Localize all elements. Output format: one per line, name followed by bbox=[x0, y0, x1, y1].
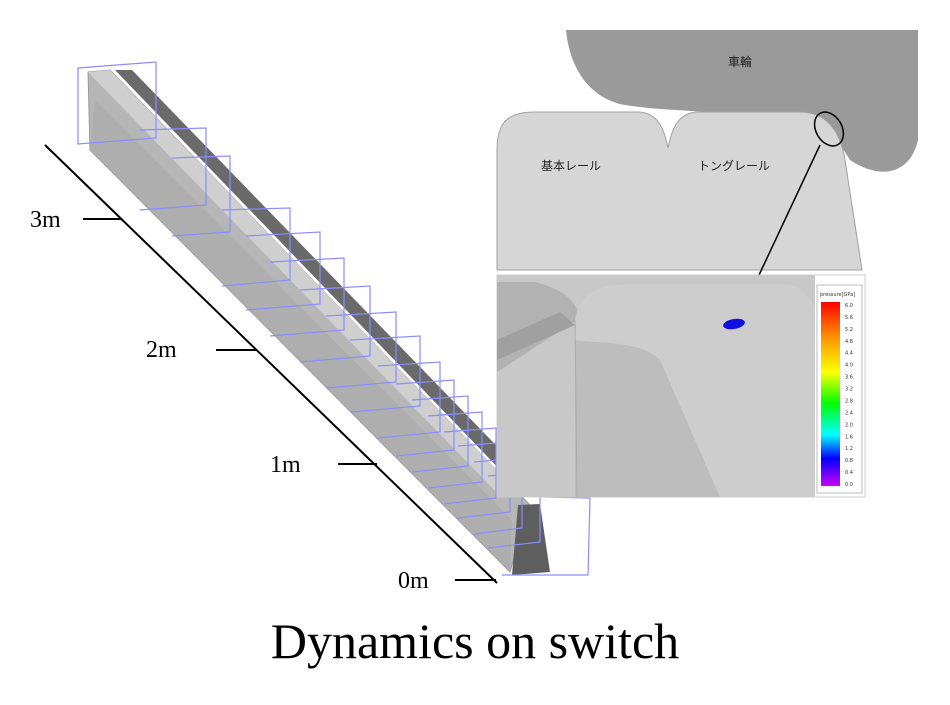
pressure-colorbar: pressure[GPa] 6.0 5.6 5.2 4.8 4.4 4.0 3.6 3.2 2.… bbox=[816, 284, 863, 494]
colorbar-tick-label: 2.4 bbox=[845, 410, 853, 416]
colorbar-tick-label: 1.6 bbox=[845, 434, 853, 440]
scale-label-1m: 1m bbox=[270, 452, 301, 478]
stock-rail-label: 基本レール bbox=[541, 159, 601, 173]
colorbar-tick-label: 2.8 bbox=[845, 398, 853, 404]
scale-label-3m: 3m bbox=[30, 207, 61, 233]
tongue-rail-label: トングレール bbox=[698, 159, 770, 173]
scale-mark-2m: 2m bbox=[146, 337, 256, 363]
colorbar-tick-label: 1.2 bbox=[845, 446, 853, 452]
stock-rail-side-shade bbox=[90, 100, 512, 572]
figure-caption: Dynamics on switch bbox=[270, 613, 680, 669]
colorbar-tick-label: 5.2 bbox=[845, 327, 853, 333]
rail-end-section bbox=[512, 504, 550, 575]
stock-rail-top bbox=[88, 70, 518, 498]
scale-mark-3m: 3m bbox=[30, 207, 122, 233]
colorbar-tick-label: 3.6 bbox=[845, 375, 853, 381]
contact-patch bbox=[723, 318, 745, 330]
colorbar-title: pressure[GPa] bbox=[820, 292, 855, 298]
zoom-render-panel bbox=[496, 274, 866, 498]
contact-zone-marker bbox=[813, 111, 845, 147]
wheel-shape bbox=[566, 30, 918, 172]
colorbar-gradient bbox=[821, 302, 840, 486]
scale-label-2m: 2m bbox=[146, 337, 177, 363]
scale-mark-1m: 1m bbox=[270, 452, 377, 478]
colorbar-tick-label: 0.8 bbox=[845, 458, 853, 464]
wheel-label: 車輪 bbox=[728, 54, 752, 69]
colorbar-tick-label: 4.0 bbox=[845, 363, 853, 369]
tongue-rail-body bbox=[115, 70, 520, 480]
colorbar-tick-label: 5.6 bbox=[845, 315, 853, 321]
colorbar-tick-label: 2.0 bbox=[845, 422, 853, 428]
scale-mark-0m: 0m bbox=[398, 568, 496, 594]
rail-section-shape bbox=[496, 111, 863, 271]
scale-label-0m: 0m bbox=[398, 568, 429, 594]
colorbar-tick-label: 6.0 bbox=[845, 303, 853, 309]
cross-section-diagram: 車輪 基本レール トングレール bbox=[496, 30, 918, 498]
rail-3d-model: 3m 2m 1m 0m bbox=[30, 61, 591, 594]
colorbar-tick-label: 3.2 bbox=[845, 387, 853, 393]
colorbar-tick-label: 0.4 bbox=[845, 470, 853, 476]
colorbar-tick-label: 0.0 bbox=[845, 482, 853, 488]
distance-axis-line bbox=[44, 144, 498, 584]
colorbar-tick-label: 4.4 bbox=[845, 351, 853, 357]
colorbar-ticks: 6.0 5.6 5.2 4.8 4.4 4.0 3.6 3.2 2.8 2.4 2.0 1.6 1.2 0… bbox=[845, 303, 853, 488]
colorbar-tick-label: 4.8 bbox=[845, 339, 853, 345]
